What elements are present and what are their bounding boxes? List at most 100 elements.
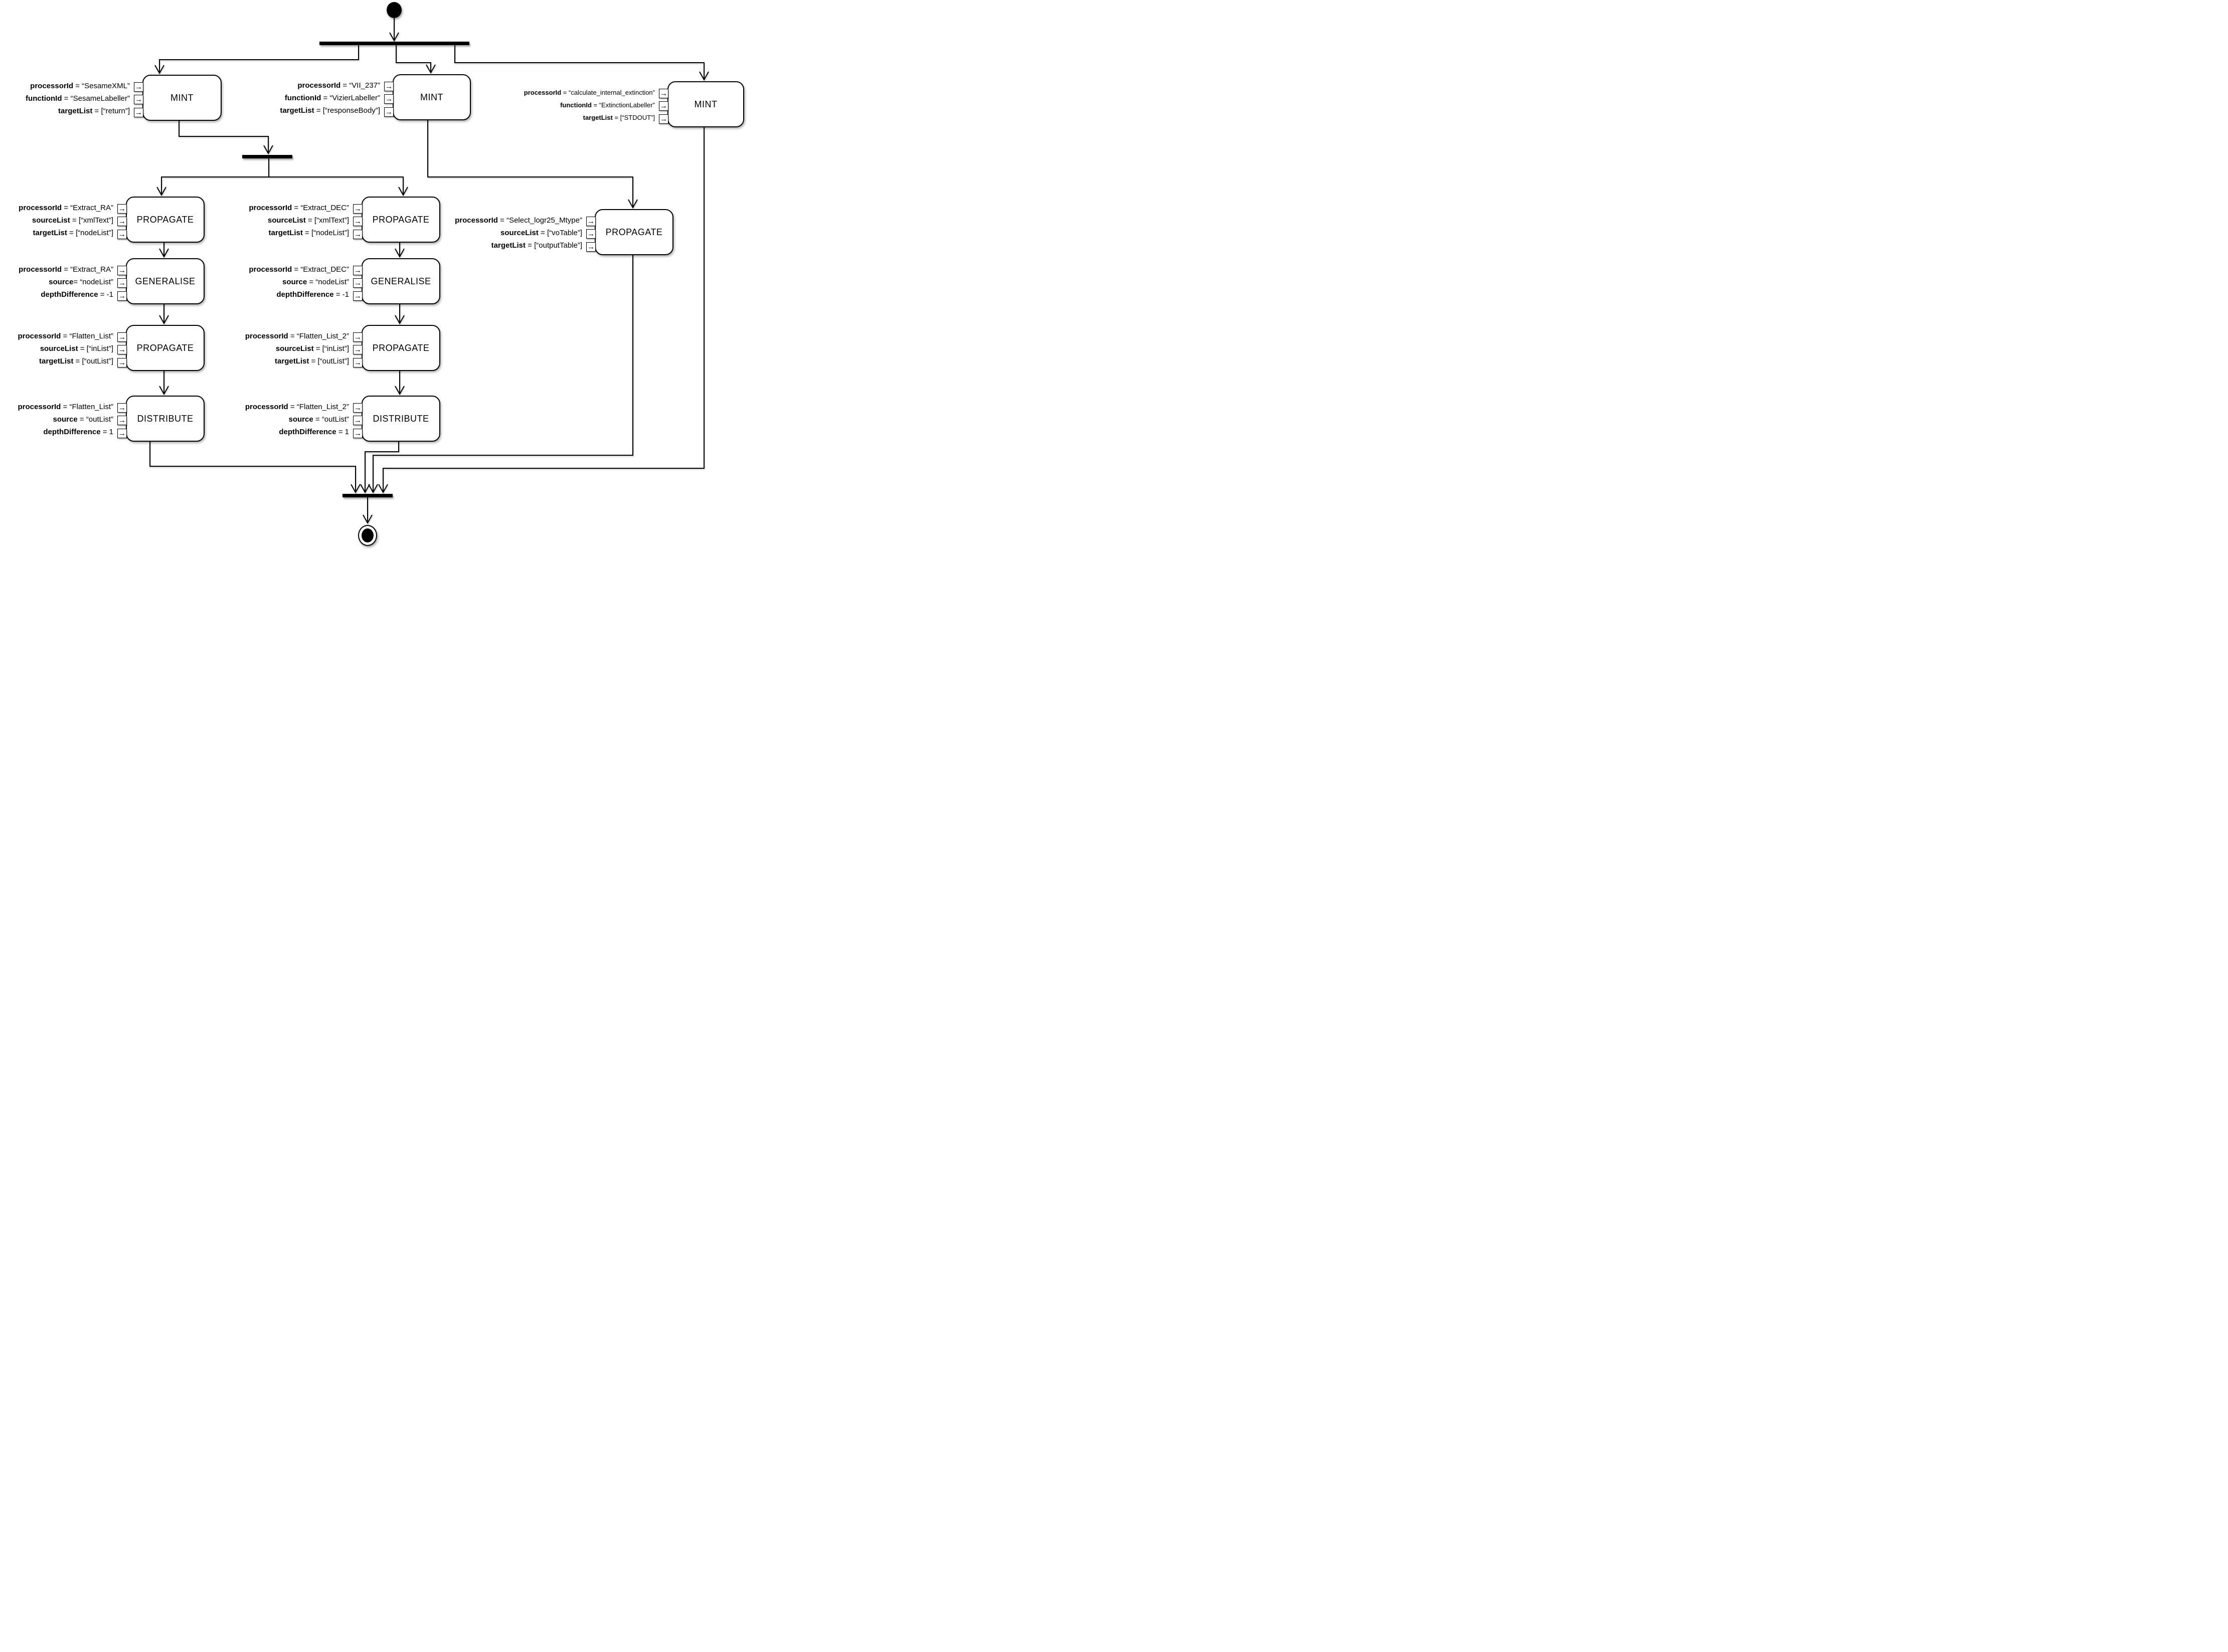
action-propagate-extract-ra[interactable]: PROPAGATE → → → bbox=[117, 197, 205, 243]
param-value: = “nodeList” bbox=[307, 278, 349, 286]
param-name: processorId bbox=[455, 216, 498, 225]
param-row: depthDifference = 1 bbox=[245, 426, 349, 438]
input-pin-icon: → bbox=[353, 291, 363, 301]
param-value: = “Extract_DEC” bbox=[292, 265, 349, 274]
param-name: processorId bbox=[30, 82, 74, 90]
action-propagate-flatten-list[interactable]: PROPAGATE → → → bbox=[117, 325, 205, 371]
param-name: targetList bbox=[275, 357, 309, 365]
param-row: functionId = “SesameLabeller” bbox=[26, 92, 130, 105]
action-label: MINT bbox=[420, 92, 443, 102]
input-pin-icon: → bbox=[117, 230, 127, 239]
param-list-propagate-extract-ra: processorId = “Extract_RA” sourceList = … bbox=[19, 202, 113, 239]
param-value: = [“outList”] bbox=[309, 357, 349, 365]
input-pin-icon: → bbox=[384, 82, 394, 91]
connector-layer bbox=[149, 18, 709, 524]
param-row: sourceList = [“inList”] bbox=[245, 342, 349, 355]
input-pin-icon: → bbox=[353, 403, 363, 413]
fork-bar-top[interactable] bbox=[319, 42, 469, 45]
param-value: = 1 bbox=[336, 428, 349, 436]
param-name: targetList bbox=[33, 229, 67, 237]
param-row: depthDifference = -1 bbox=[249, 288, 349, 301]
param-row: processorId = “Flatten_List_2” bbox=[245, 401, 349, 413]
action-label: PROPAGATE bbox=[136, 342, 194, 353]
param-row: processorId = “Extract_DEC” bbox=[249, 202, 349, 214]
param-value: = “SesameXML” bbox=[73, 82, 130, 90]
param-name: sourceList bbox=[275, 344, 314, 353]
input-pin-icon: → bbox=[384, 107, 394, 117]
edge-fork-to-mint-vii237 bbox=[396, 45, 436, 74]
param-value: = [“nodeList”] bbox=[67, 229, 113, 237]
input-pin-icon: → bbox=[117, 217, 127, 226]
param-list-generalise-extract-ra: processorId = “Extract_RA” source= “node… bbox=[19, 263, 113, 301]
param-name: source bbox=[288, 415, 313, 424]
param-list-mint-extinction: processorId = “calculate_internal_extinc… bbox=[524, 86, 655, 124]
edge-fork2-to-propagate-ra bbox=[156, 176, 269, 197]
action-distribute-flatten-list[interactable]: DISTRIBUTE → → → bbox=[117, 396, 205, 442]
param-row: targetList = [“STDOUT”] bbox=[524, 111, 655, 124]
action-propagate-select-logr25[interactable]: PROPAGATE → → → bbox=[586, 209, 673, 255]
input-pin-icon: → bbox=[117, 345, 127, 354]
input-pin-icon: → bbox=[117, 266, 127, 275]
action-label: DISTRIBUTE bbox=[373, 413, 429, 424]
action-mint-extinction[interactable]: MINT → → → bbox=[659, 81, 744, 127]
input-pin-icon: → bbox=[134, 108, 143, 117]
param-value: = “Extract_RA” bbox=[62, 265, 113, 274]
input-pin-icon: → bbox=[134, 95, 143, 104]
edge-mint-vii237-to-propagate-select bbox=[427, 118, 638, 209]
action-generalise-extract-ra[interactable]: GENERALISE → → → bbox=[117, 258, 205, 304]
action-mint-sesamexml[interactable]: MINT → → → bbox=[134, 75, 222, 121]
param-value: = “Select_logr25_Mtype” bbox=[497, 216, 582, 225]
param-row: processorId = “calculate_internal_extinc… bbox=[524, 86, 655, 99]
action-label: PROPAGATE bbox=[372, 214, 430, 225]
input-pin-icon: → bbox=[353, 416, 363, 425]
param-row: sourceList = [“voTable”] bbox=[455, 227, 582, 239]
param-value: = [“responseBody”] bbox=[314, 106, 380, 115]
param-name: sourceList bbox=[500, 229, 539, 237]
input-pin-icon: → bbox=[586, 229, 596, 239]
fork-bar-secondary[interactable] bbox=[242, 155, 292, 158]
action-mint-vii237[interactable]: MINT → → → bbox=[384, 74, 471, 120]
join-bar-bottom[interactable] bbox=[342, 494, 393, 497]
input-pin-icon: → bbox=[353, 345, 363, 354]
edge-fork-to-mint-extinction bbox=[454, 45, 709, 81]
input-pin-icon: → bbox=[117, 416, 127, 425]
edge-distribute-flatten2-to-join bbox=[360, 440, 399, 494]
input-pin-icon: → bbox=[117, 403, 127, 413]
param-value: = [“xmlText”] bbox=[305, 216, 349, 225]
action-propagate-extract-dec[interactable]: PROPAGATE → → → bbox=[353, 197, 440, 243]
param-value: = [“outputTable”] bbox=[526, 241, 582, 250]
param-value: = [“STDOUT”] bbox=[612, 114, 655, 121]
input-pin-icon: → bbox=[353, 217, 363, 226]
input-pin-icon: → bbox=[117, 291, 127, 301]
action-distribute-flatten-list-2[interactable]: DISTRIBUTE → → → bbox=[353, 396, 440, 442]
input-pin-icon: → bbox=[659, 89, 668, 98]
param-value: = “outList” bbox=[313, 415, 349, 424]
param-value: = [“nodeList”] bbox=[302, 229, 349, 237]
param-list-distribute-flatten-list-2: processorId = “Flatten_List_2” source = … bbox=[245, 401, 349, 438]
param-value: = [“xmlText”] bbox=[70, 216, 113, 225]
param-list-mint-vii237: processorId = “VII_237” functionId = “Vi… bbox=[280, 79, 380, 117]
param-name: targetList bbox=[268, 229, 303, 237]
param-row: source = “nodeList” bbox=[249, 276, 349, 288]
input-pin-icon: → bbox=[586, 242, 596, 252]
param-value: = -1 bbox=[98, 290, 113, 299]
param-value: = “outList” bbox=[77, 415, 113, 424]
action-label: DISTRIBUTE bbox=[137, 413, 194, 424]
final-node-icon[interactable] bbox=[358, 525, 377, 546]
param-name: processorId bbox=[249, 265, 292, 274]
param-value: = “Flatten_List_2” bbox=[288, 403, 349, 411]
param-name: processorId bbox=[249, 204, 292, 212]
param-name: sourceList bbox=[40, 344, 78, 353]
param-row: targetList = [“nodeList”] bbox=[249, 227, 349, 239]
input-pin-icon: → bbox=[353, 266, 363, 275]
initial-node-icon[interactable] bbox=[387, 2, 402, 18]
param-name: sourceList bbox=[267, 216, 306, 225]
param-value: = “SesameLabeller” bbox=[62, 94, 130, 103]
edge-distribute-flatten-to-join bbox=[149, 440, 361, 494]
action-generalise-extract-dec[interactable]: GENERALISE → → → bbox=[353, 258, 440, 304]
param-name: processorId bbox=[245, 332, 288, 340]
param-list-propagate-select-logr25: processorId = “Select_logr25_Mtype” sour… bbox=[455, 214, 582, 252]
param-row: source = “outList” bbox=[245, 413, 349, 426]
action-propagate-flatten-list-2[interactable]: PROPAGATE → → → bbox=[353, 325, 440, 371]
param-value: = “calculate_internal_extinction” bbox=[561, 89, 655, 96]
